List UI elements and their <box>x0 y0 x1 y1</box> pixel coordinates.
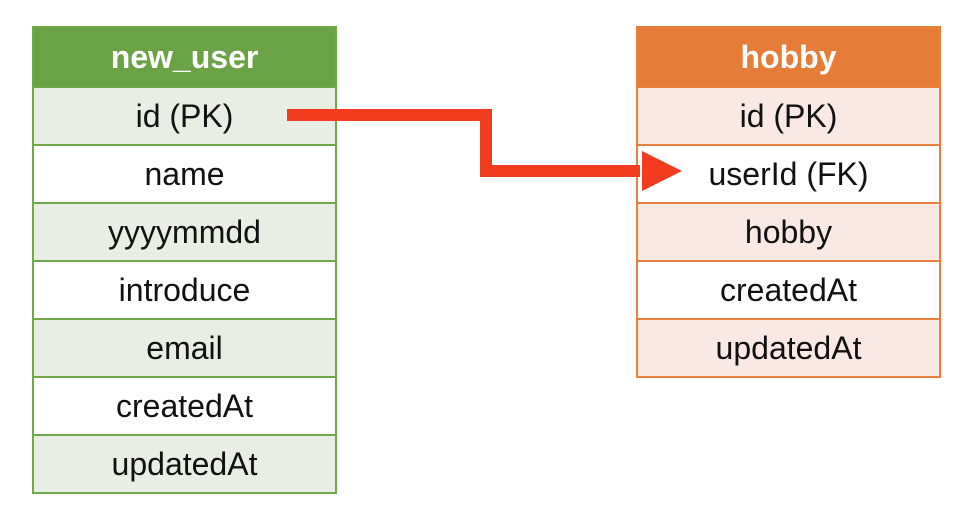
hobby-field-updatedat: updatedAt <box>638 318 939 376</box>
hobby-table: hobby id (PK) userId (FK) hobby createdA… <box>636 26 941 378</box>
new-user-field-name: name <box>34 144 335 202</box>
new-user-table-title: new_user <box>34 28 335 86</box>
new-user-field-createdat: createdAt <box>34 376 335 434</box>
new-user-field-updatedat: updatedAt <box>34 434 335 492</box>
foreign-key-arrow-line <box>287 109 640 177</box>
hobby-field-hobby: hobby <box>638 202 939 260</box>
new-user-field-id: id (PK) <box>34 86 335 144</box>
new-user-field-yyyymmdd: yyyymmdd <box>34 202 335 260</box>
new-user-field-introduce: introduce <box>34 260 335 318</box>
hobby-field-id: id (PK) <box>638 86 939 144</box>
hobby-table-title: hobby <box>638 28 939 86</box>
hobby-field-createdat: createdAt <box>638 260 939 318</box>
new-user-table: new_user id (PK) name yyyymmdd introduce… <box>32 26 337 494</box>
new-user-field-email: email <box>34 318 335 376</box>
hobby-field-userid: userId (FK) <box>638 144 939 202</box>
